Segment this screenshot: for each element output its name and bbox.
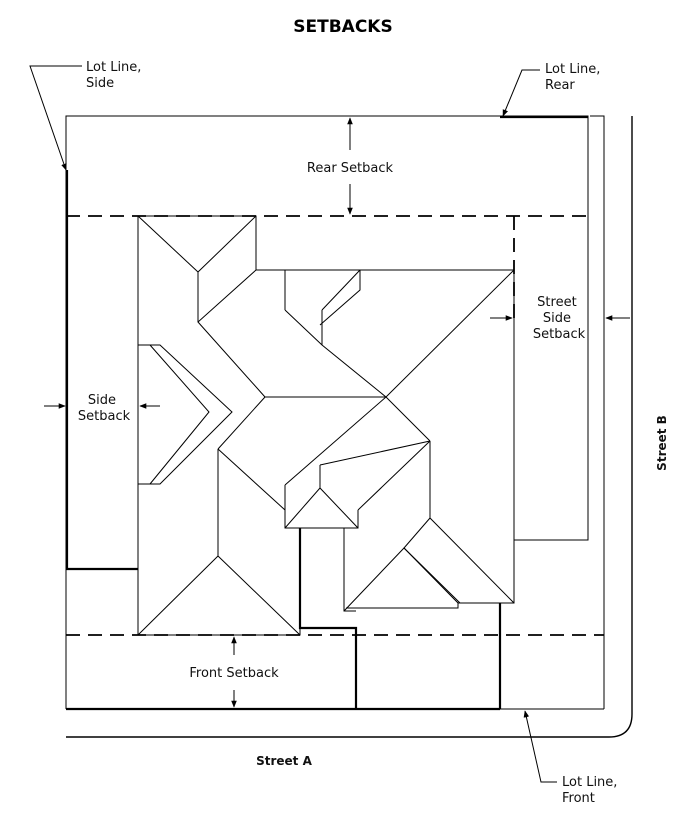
label-street-side-setback: Street Side Setback: [533, 295, 586, 342]
lot-outline: [65, 115, 605, 711]
label-lot-line-rear: Lot Line, Rear: [545, 62, 605, 93]
diagram-title: SETBACKS: [293, 17, 392, 37]
label-street-b: Street B: [655, 415, 669, 471]
leader-lines: [29, 65, 557, 783]
lot-line-side-leader: [29, 65, 82, 171]
lot-line-front-leader: [523, 710, 557, 783]
setback-lines: [66, 215, 604, 636]
label-side-setback: Side Setback: [78, 393, 131, 424]
dimension-arrows: [44, 117, 630, 708]
label-street-a: Street A: [256, 754, 312, 768]
label-lot-line-front: Lot Line, Front: [562, 775, 622, 806]
label-rear-setback: Rear Setback: [307, 161, 394, 176]
labels: Lot Line, Side Lot Line, Rear Rear Setba…: [78, 60, 669, 806]
label-front-setback: Front Setback: [189, 666, 279, 681]
lot-line-rear-leader: [502, 69, 540, 117]
label-lot-line-side: Lot Line, Side: [86, 60, 146, 91]
building-roof-plan: [137, 215, 515, 636]
street-edges: [66, 116, 633, 738]
